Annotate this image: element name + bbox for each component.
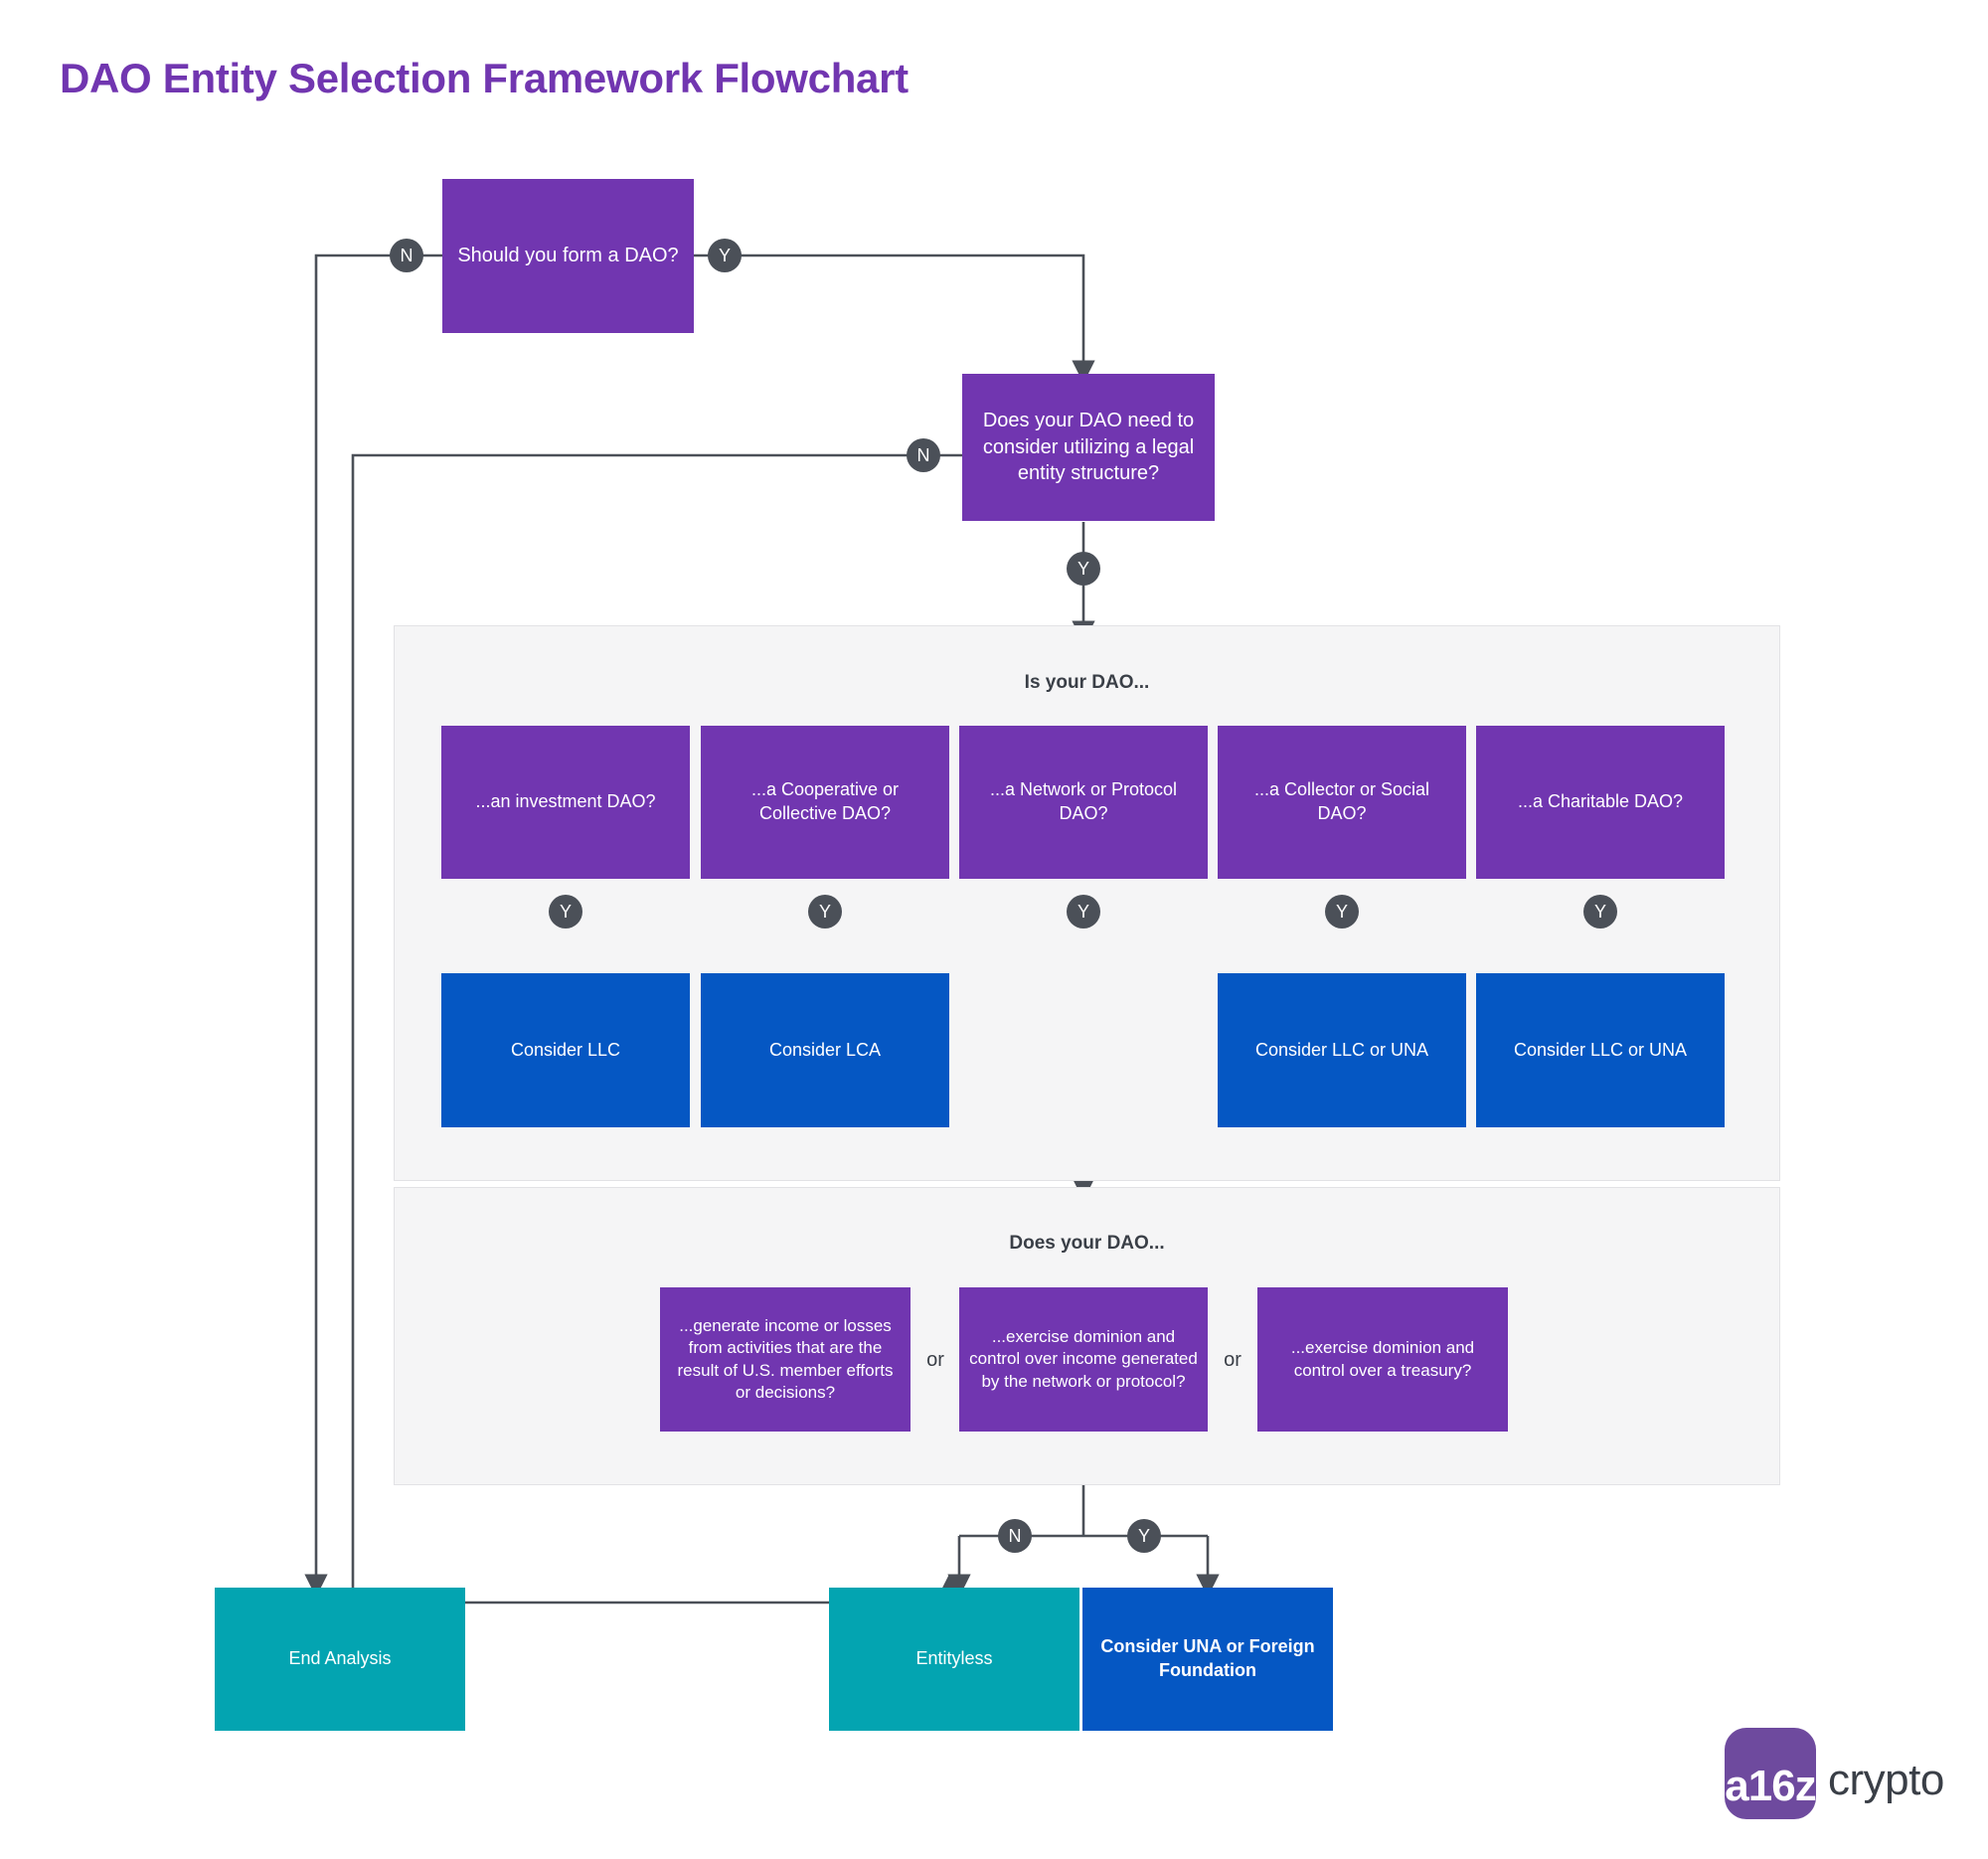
node-label: Should you form a DAO? [457,245,679,267]
node-dominion-over-network-income[interactable]: ...exercise dominion and control over in… [959,1287,1208,1432]
node-label: ...a Charitable DAO? [1517,791,1684,812]
badge-network-yes: Y [1067,895,1100,929]
panel-is-your-dao-title: Is your DAO... [1024,672,1150,693]
badge-investment-yes: Y [549,895,582,929]
node-consider-llc-or-una-charitable[interactable]: Consider LLC or UNA [1476,973,1725,1127]
badge-q2-no: N [907,438,940,472]
node-legal-entity-structure[interactable]: Does your DAO need to consider utilizing… [962,374,1215,521]
badge-collector-yes: Y [1325,895,1359,929]
a16z-crypto-logo: a16z crypto [1725,1728,1944,1819]
node-label: End Analysis [288,1648,392,1669]
node-label: ...exercise dominion and control over in… [969,1326,1198,1391]
or-label-left: or [926,1349,944,1371]
node-consider-llc[interactable]: Consider LLC [441,973,690,1127]
node-label: ...an investment DAO? [475,791,656,812]
node-consider-una-or-foreign-foundation[interactable]: Consider UNA or Foreign Foundation [1082,1588,1333,1731]
node-investment-dao[interactable]: ...an investment DAO? [441,726,690,879]
node-generate-income-us-member-efforts[interactable]: ...generate income or losses from activi… [660,1287,911,1432]
badge-q1-yes: Y [708,239,742,272]
node-consider-lca[interactable]: Consider LCA [701,973,949,1127]
node-label: ...exercise dominion and control over a … [1290,1338,1475,1380]
badge-charitable-yes: Y [1583,895,1617,929]
a16z-logo-mark: a16z [1725,1728,1817,1819]
or-label-right: or [1224,1349,1242,1371]
badge-final-yes: Y [1127,1519,1161,1553]
badge-q1-no: N [390,239,423,272]
node-label: ...a Network or Protocol DAO? [989,779,1178,823]
node-label: Consider LCA [768,1039,882,1060]
node-label: ...a Collector or Social DAO? [1253,779,1430,823]
page-title: DAO Entity Selection Framework Flowchart [60,55,909,101]
node-end-analysis[interactable]: End Analysis [215,1588,465,1731]
node-should-you-form-a-dao[interactable]: Should you form a DAO? [442,179,694,333]
node-dominion-over-treasury[interactable]: ...exercise dominion and control over a … [1257,1287,1508,1432]
badge-cooperative-yes: Y [808,895,842,929]
node-consider-llc-or-una-collector[interactable]: Consider LLC or UNA [1218,973,1466,1127]
panel-does-your-dao-title: Does your DAO... [1009,1233,1165,1254]
node-cooperative-collective-dao[interactable]: ...a Cooperative or Collective DAO? [701,726,949,879]
node-label: Consider LLC [510,1039,621,1060]
node-label: Consider LLC or UNA [1254,1039,1429,1060]
node-entityless[interactable]: Entityless [829,1588,1079,1731]
node-label: Consider UNA or Foreign Foundation [1100,1636,1315,1680]
node-label: ...a Cooperative or Collective DAO? [750,779,900,823]
node-label: Consider LLC or UNA [1513,1039,1688,1060]
node-collector-social-dao[interactable]: ...a Collector or Social DAO? [1218,726,1466,879]
node-charitable-dao[interactable]: ...a Charitable DAO? [1476,726,1725,879]
node-label: Does your DAO need to consider utilizing… [982,410,1195,485]
crypto-wordmark: crypto [1828,1756,1944,1804]
node-label: Entityless [915,1648,993,1669]
node-network-protocol-dao[interactable]: ...a Network or Protocol DAO? [959,726,1208,879]
badge-final-no: N [998,1519,1032,1553]
badge-q2-yes: Y [1067,552,1100,586]
node-label: ...generate income or losses from activi… [677,1315,894,1402]
